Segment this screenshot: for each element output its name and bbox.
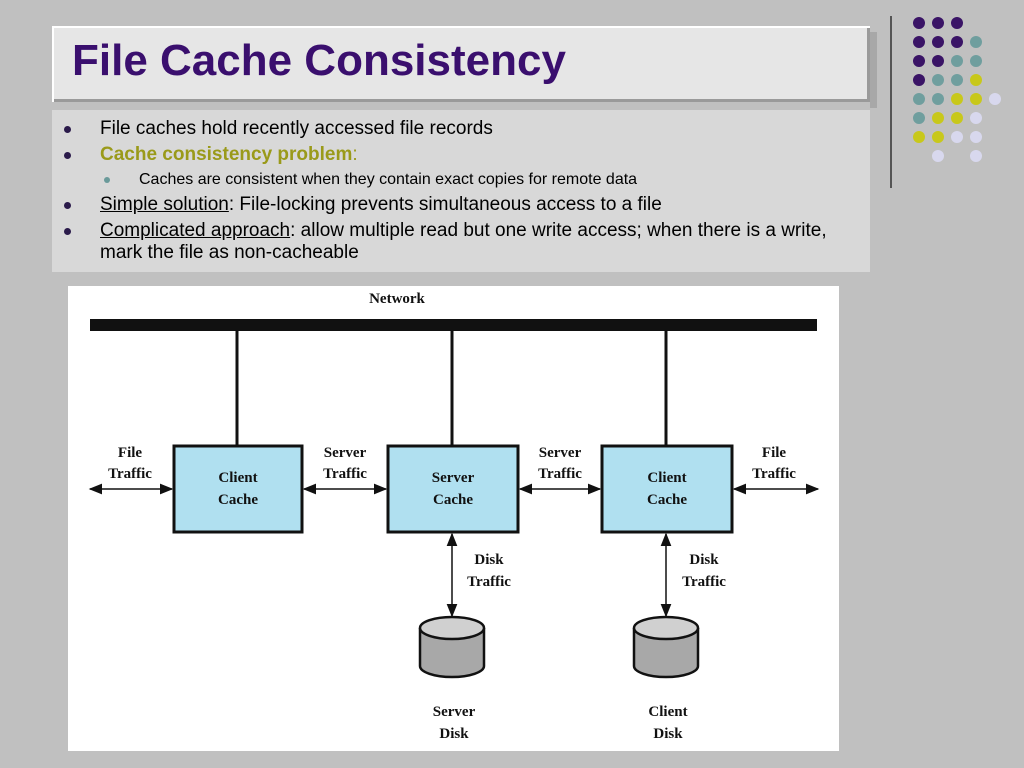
bullet-heading: Simple solution xyxy=(100,194,229,215)
file-traffic-right-line1: File xyxy=(762,445,786,461)
cache-diagram: Network Client Cache Server Cache Client… xyxy=(68,286,839,751)
bullet-heading: Cache consistency problem xyxy=(100,144,353,165)
file-traffic-right-line2: Traffic xyxy=(752,466,796,482)
title-banner: File Cache Consistency xyxy=(52,26,877,108)
client-disk-line1: Client xyxy=(648,704,687,720)
bullet-text: : allow multiple read but one write acce… xyxy=(100,220,827,263)
client-cache-left-line1: Client xyxy=(218,470,257,486)
client-cache-right-line2: Cache xyxy=(647,492,687,508)
disk-traffic-right-line2: Traffic xyxy=(682,574,726,590)
bullet-dot-icon xyxy=(64,152,71,159)
bullet-panel: File caches hold recently accessed file … xyxy=(52,110,870,272)
server-disk-line1: Server xyxy=(433,704,476,720)
file-traffic-left-line1: File xyxy=(118,445,142,461)
bullet-item: Cache consistency problem: xyxy=(52,144,862,166)
client-disk-icon xyxy=(632,615,700,679)
bullet-text: File caches hold recently accessed file … xyxy=(100,118,493,139)
bullet-dot-icon xyxy=(64,202,71,209)
disk-traffic-left-line1: Disk xyxy=(474,552,504,568)
bullet-heading: Complicated approach xyxy=(100,220,291,241)
cache-diagram-svg: Network Client Cache Server Cache Client… xyxy=(88,291,820,742)
server-traffic-left-line2: Traffic xyxy=(323,466,367,482)
sub-bullet-dot-icon xyxy=(104,177,110,183)
client-cache-right-box: Client Cache xyxy=(600,444,734,534)
bullet-list: File caches hold recently accessed file … xyxy=(52,118,862,268)
server-cache-box: Server Cache xyxy=(386,444,520,534)
bullet-dot-icon xyxy=(64,228,71,235)
disk-traffic-left-line2: Traffic xyxy=(467,574,511,590)
disk-traffic-right-line1: Disk xyxy=(689,552,719,568)
decorative-dot-grid xyxy=(913,17,1001,162)
client-cache-left-box: Client Cache xyxy=(172,444,304,534)
server-cache-line2: Cache xyxy=(433,492,473,508)
client-cache-right-line1: Client xyxy=(647,470,686,486)
bullet-item: File caches hold recently accessed file … xyxy=(52,118,862,140)
client-cache-left-line2: Cache xyxy=(218,492,258,508)
network-label: Network xyxy=(369,291,425,307)
server-disk-icon xyxy=(418,615,486,679)
slide-title: File Cache Consistency xyxy=(72,36,566,85)
bullet-item: Complicated approach: allow multiple rea… xyxy=(52,220,862,264)
client-disk-line2: Disk xyxy=(653,726,683,742)
server-traffic-left-line1: Server xyxy=(324,445,367,461)
server-traffic-right-line1: Server xyxy=(539,445,582,461)
bullet-item: Simple solution: File-locking prevents s… xyxy=(52,194,862,216)
sub-bullet-text: Caches are consistent when they contain … xyxy=(139,171,638,188)
bullet-text: : File-locking prevents simultaneous acc… xyxy=(228,194,662,215)
network-bus xyxy=(90,319,817,331)
bullet-suffix: : xyxy=(352,144,358,165)
server-cache-line1: Server xyxy=(432,470,475,486)
server-disk-line2: Disk xyxy=(439,726,469,742)
server-traffic-right-line2: Traffic xyxy=(538,466,582,482)
bullet-dot-icon xyxy=(64,126,71,133)
file-traffic-left-line2: Traffic xyxy=(108,466,152,482)
sub-bullet-item: Caches are consistent when they contain … xyxy=(52,170,862,190)
decorative-vertical-rule xyxy=(890,16,892,188)
